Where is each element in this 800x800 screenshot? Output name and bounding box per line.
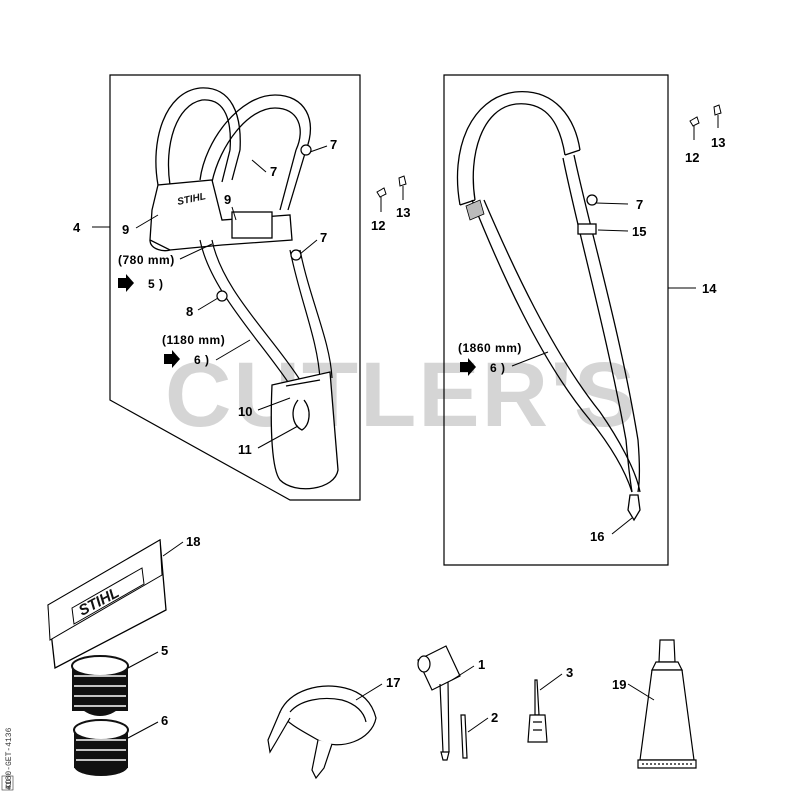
callout-8: 8 [186,304,193,319]
nylon-line-spool-6 [73,719,129,776]
locking-pin [460,714,468,759]
right-panel: 7 15 14 16 (1860 mm) 6 ) [443,74,717,566]
callout-7-right: 7 [636,197,643,212]
harness-shoulder-straps [155,87,311,211]
note-ref-5: 5 ) [148,277,164,291]
callout-4: 4 [73,220,81,235]
note-1860mm: (1860 mm) [458,341,522,355]
callout-11: 11 [238,442,252,457]
nut-icon [376,187,387,198]
rivet-icon [713,104,722,116]
callout-18: 18 [186,534,200,549]
callout-10: 10 [238,404,252,419]
callout-7-low: 7 [320,230,327,245]
callout-15: 15 [632,224,646,239]
diagram-code: 4180-GET-4136 [5,727,14,790]
callout-13-middle: 13 [396,205,410,220]
callout-9-right: 9 [224,192,231,207]
screwdriver [527,679,548,743]
right-panel-frame [443,74,669,566]
callout-6: 6 [161,713,168,728]
callout-12-middle: 12 [371,218,385,233]
left-panel-frame [109,74,361,501]
diagram-code-box: KO [5,779,14,789]
callout-2: 2 [491,710,498,725]
callout-16: 16 [590,529,604,544]
callout-5: 5 [161,643,168,658]
callout-14: 14 [702,281,717,296]
watermark: CUTLER'S [165,344,637,446]
arrow-icon [118,274,134,292]
note-ref-6-right: 6 ) [490,361,506,375]
callout-12-right: 12 [685,150,699,165]
harness-main-strap [199,144,333,386]
single-shoulder-strap [456,91,641,522]
callout-17: 17 [386,675,400,690]
left-panel: STIHL 4 9 9 7 7 7 8 10 [73,74,361,501]
combination-wrench [417,645,461,761]
arrow-icon [164,350,180,368]
callout-7-top: 7 [330,137,337,152]
callout-13-right: 13 [711,135,725,150]
callout-7-mid: 7 [270,164,277,179]
callout-1: 1 [478,657,485,672]
arrow-icon [460,358,476,376]
callout-19: 19 [612,677,626,692]
grease-tube [637,639,697,769]
harness-hip-pad [149,179,293,252]
nylon-line-spool-5 [71,655,129,716]
note-1180mm: (1180 mm) [162,333,225,347]
rivet-icon [398,175,407,187]
hardware-group-middle: 12 13 [371,175,410,233]
note-780mm: (780 mm) [118,253,175,267]
callout-9-left: 9 [122,222,129,237]
nut-icon [689,116,700,127]
tool-pouch: STIHL [47,538,167,670]
note-ref-6: 6 ) [194,353,210,367]
safety-glasses [267,685,377,780]
hardware-group-right: 12 13 [685,104,725,165]
callout-3: 3 [566,665,573,680]
harness-hook-plate [270,371,339,490]
